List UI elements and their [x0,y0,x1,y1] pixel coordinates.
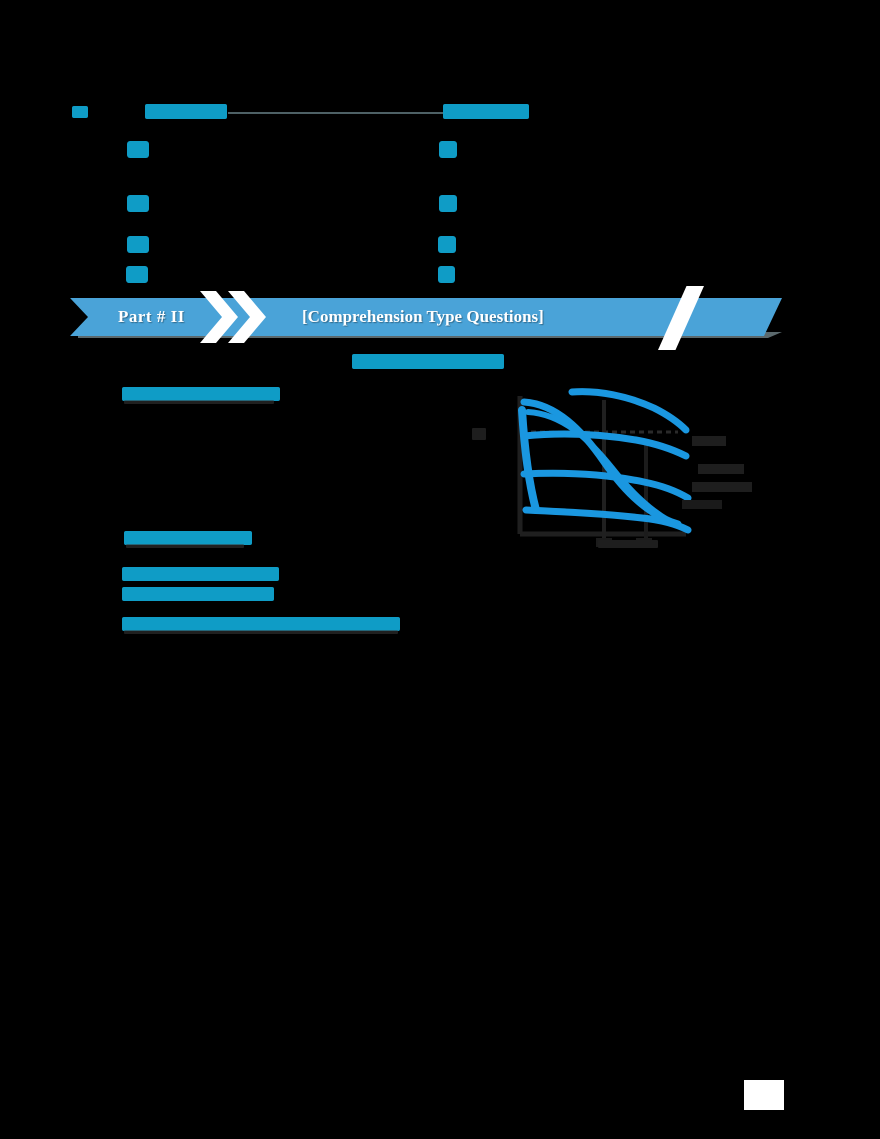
curve-4 [520,469,692,502]
passage-body-line-3 [122,458,368,471]
banner-body [70,298,782,336]
curve-label-1 [692,436,726,446]
graph-figure [472,388,778,548]
passage-sub-heading [124,530,264,546]
match-row-left-c: (C) [125,234,155,256]
page-number-badge [744,1080,784,1110]
figure-y-axis-label [472,428,486,440]
curve-top [568,388,690,434]
passage-footer-underline [124,630,398,634]
match-row-right-q: (Q) [437,193,467,215]
column-1-header: Column-I [145,104,227,122]
match-row-left-a: (A) [125,139,155,161]
match-row-right-p: (P) [437,139,467,161]
option-line-2-highlight [122,587,274,601]
graph-svg [517,388,752,547]
curve-label-4 [682,500,722,509]
comprehension-passage [0,380,880,640]
header-connector-rule [228,112,443,114]
match-the-column-question: Column-I Column-II (A) (B) (C) (D) (P) [0,0,880,300]
passage-sub-heading-highlight [124,531,252,545]
column-2-header-highlight [443,104,529,119]
match-row-right-s: (S) [436,264,466,286]
passage-intro-highlight [122,387,280,401]
comprehension-heading: Comprehension # 1 [352,352,504,372]
match-marker-q-highlight [439,195,457,212]
match-marker-b-highlight [127,195,149,212]
comprehension-heading-highlight [352,354,504,369]
y-axis-highlight [518,406,540,514]
passage-body-line-1 [122,414,372,427]
question-number-highlight [72,106,88,118]
match-marker-a-highlight [127,141,149,158]
question-number [72,104,98,120]
passage-footer-line [122,616,402,632]
curve-3 [520,430,690,460]
curve-label-3 [692,482,752,492]
passage-body-line-4 [122,480,302,493]
match-marker-d-highlight [126,266,148,283]
figure-x-axis-label [598,540,658,548]
curve-2 [525,409,687,531]
passage-intro-underline [124,400,274,404]
match-row-left-d: (D) [124,264,154,286]
passage-intro-line [122,386,282,402]
match-marker-p-highlight [439,141,457,158]
option-line-1 [122,566,284,582]
passage-footer-highlight [122,617,400,631]
match-row-left-b: (B) [125,193,155,215]
passage-sub-heading-underline [126,544,244,548]
match-row-right-r: (R) [436,234,466,256]
match-marker-r-highlight [438,236,456,253]
part-banner: Part # II [Comprehension Type Questions] [70,286,782,350]
curve-1 [520,398,682,528]
curve-5 [522,506,692,534]
option-line-2 [122,586,280,602]
column-1-header-highlight [145,104,227,119]
match-marker-c-highlight [127,236,149,253]
curve-label-2 [698,464,744,474]
banner-title: [Comprehension Type Questions] [302,307,544,326]
passage-body-line-2 [122,436,360,449]
column-2-header: Column-II [443,104,529,122]
option-line-1-highlight [122,567,279,581]
match-marker-s-highlight [438,266,455,283]
part-label: Part # II [118,307,185,326]
